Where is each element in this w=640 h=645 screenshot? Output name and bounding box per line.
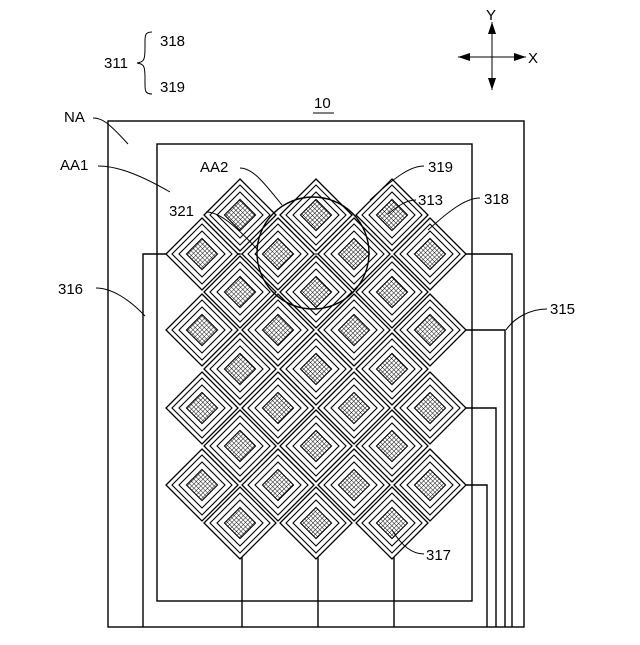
trace-right-4 (455, 485, 487, 627)
label-318: 318 (484, 191, 509, 208)
label-aa1: AA1 (60, 157, 88, 174)
label-na: NA (64, 109, 85, 126)
label-10: 10 (314, 95, 331, 112)
label-319: 319 (428, 159, 453, 176)
leader-aa1 (98, 166, 170, 192)
label-318-legend: 318 (160, 33, 185, 50)
label-311: 311 (104, 55, 128, 72)
label-aa2: AA2 (200, 159, 228, 176)
axis-indicator: Y X (458, 7, 538, 90)
axis-x-label: X (528, 50, 538, 67)
axis-y-label: Y (486, 7, 496, 24)
label-317: 317 (426, 547, 451, 564)
label-316: 316 (58, 281, 83, 298)
label-313: 313 (418, 192, 443, 209)
legend-brace (137, 32, 152, 94)
label-315: 315 (550, 301, 575, 318)
trace-315 (455, 330, 505, 627)
leader-316 (96, 288, 145, 316)
label-321: 321 (169, 203, 194, 220)
leader-na (93, 118, 128, 144)
label-319-legend: 319 (160, 79, 185, 96)
trace-right-3 (455, 408, 496, 627)
electrode-array (166, 179, 466, 559)
